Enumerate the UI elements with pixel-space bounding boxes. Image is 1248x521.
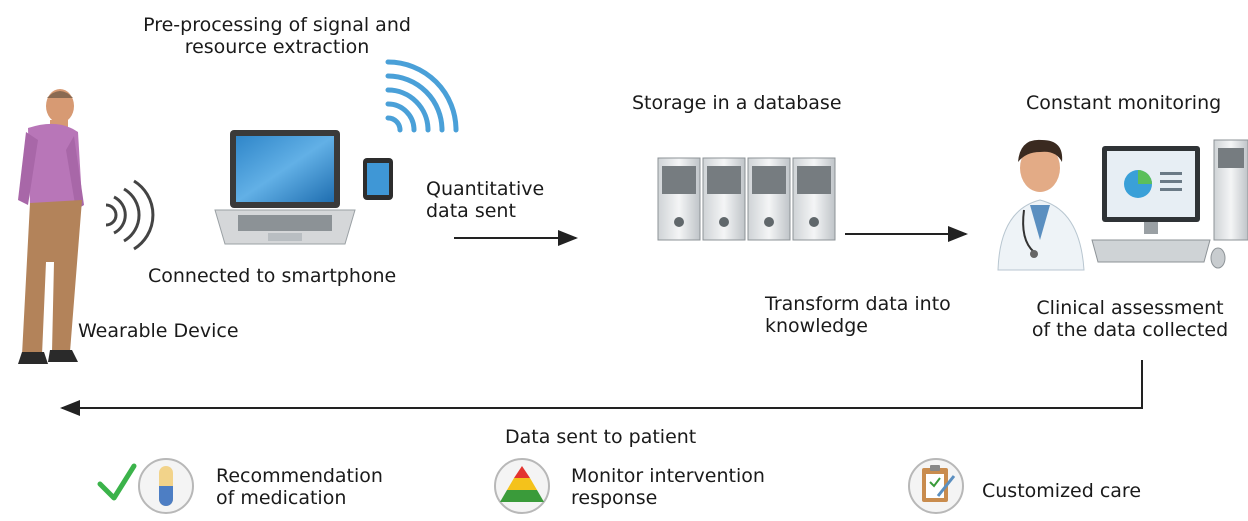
database-servers-icon xyxy=(657,157,836,241)
outcome-monitor-label: Monitor intervention response xyxy=(571,465,765,509)
triage-pyramid-icon xyxy=(494,458,550,514)
connected-smartphone-label: Connected to smartphone xyxy=(148,265,397,287)
data-sent-to-patient-label: Data sent to patient xyxy=(505,426,697,448)
laptop-icon xyxy=(214,130,356,245)
monitor-icon xyxy=(1091,139,1248,269)
arrow-to-patient xyxy=(60,360,1143,416)
clinical-assessment-label: Clinical assessment of the data collecte… xyxy=(1031,297,1229,341)
doctor-figure xyxy=(997,139,1085,271)
wearable-signal-icon xyxy=(105,179,155,251)
wifi-signal-icon xyxy=(385,59,459,133)
medication-capsule-icon xyxy=(138,458,194,514)
transform-data-label: Transform data into knowledge xyxy=(765,293,951,337)
patient-figure xyxy=(18,89,84,364)
storage-label: Storage in a database xyxy=(632,92,842,114)
clipboard-icon xyxy=(908,458,964,514)
preprocessing-label: Pre-processing of signal and resource ex… xyxy=(143,14,411,58)
smartphone-icon xyxy=(363,158,393,200)
wearable-device-label: Wearable Device xyxy=(78,320,239,342)
checkmark-icon xyxy=(97,463,137,501)
constant-monitoring-label: Constant monitoring xyxy=(1026,92,1222,114)
outcome-customized-care-label: Customized care xyxy=(982,480,1142,502)
outcome-medication-label: Recommendation of medication xyxy=(216,465,383,509)
quantitative-data-label: Quantitative data sent xyxy=(426,178,545,222)
